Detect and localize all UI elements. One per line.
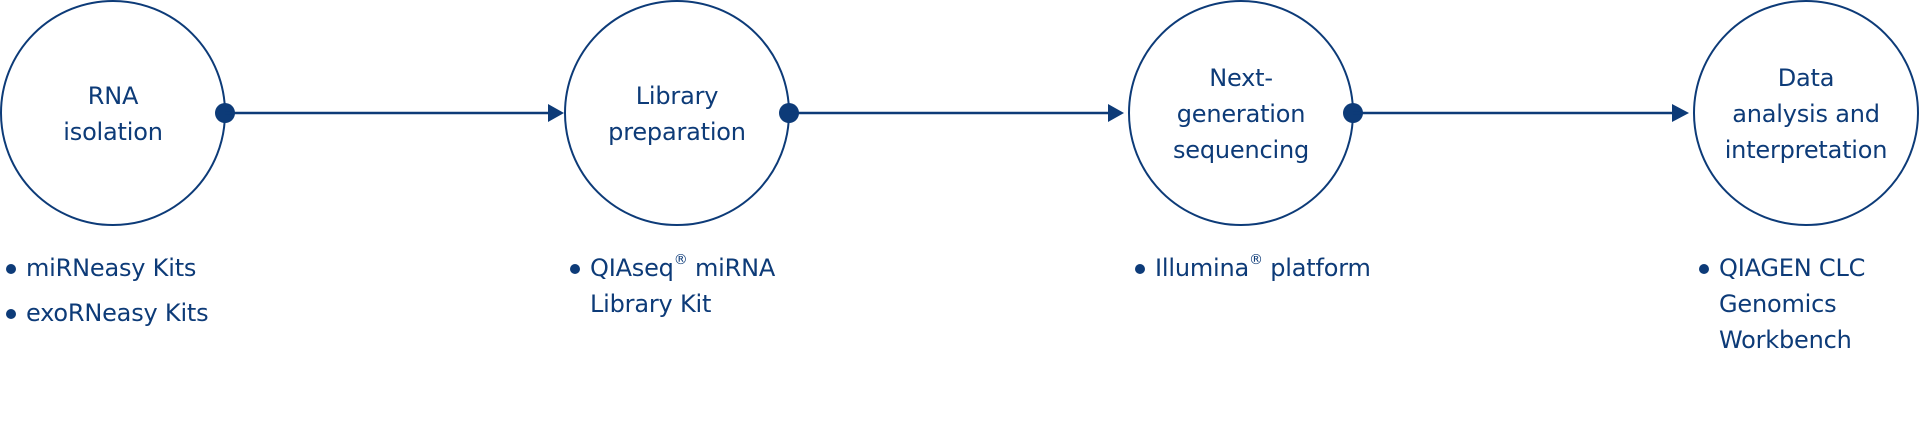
bullet-item: QIAseq® miRNA Library Kit — [566, 250, 775, 322]
connector-arrow-2 — [779, 103, 1124, 123]
bullet-icon — [1135, 264, 1145, 274]
step-label-line: preparation — [608, 118, 746, 146]
step-label-line: generation — [1176, 100, 1306, 128]
step-label-rna-isolation: RNA isolation — [13, 78, 213, 150]
bullet-icon — [6, 264, 16, 274]
step-label-line: Library — [635, 82, 719, 110]
step-label-line: isolation — [63, 118, 163, 146]
bullet-item: QIAGEN CLC Genomics Workbench — [1695, 250, 1865, 358]
bullet-list-library-preparation: QIAseq® miRNA Library Kit — [566, 250, 775, 331]
step-label-line: sequencing — [1172, 136, 1309, 164]
step-label-next-generation-sequencing: Next- generation sequencing — [1141, 60, 1341, 168]
bullet-item: exoRNeasy Kits — [2, 295, 209, 331]
bullet-icon — [570, 264, 580, 274]
bullet-item: Illumina® platform — [1131, 250, 1371, 286]
step-label-line: Next- — [1209, 64, 1273, 92]
step-label-data-analysis: Data analysis and interpretation — [1706, 60, 1906, 168]
arrow-right-icon — [1108, 104, 1124, 122]
step-label-line: interpretation — [1724, 136, 1888, 164]
step-circle-data-analysis — [1693, 0, 1919, 226]
bullet-list-next-generation-sequencing: Illumina® platform — [1131, 250, 1371, 295]
step-label-line: RNA — [87, 82, 139, 110]
step-label-library-preparation: Library preparation — [577, 78, 777, 150]
bullet-list-rna-isolation: miRNeasy Kits exoRNeasy Kits — [2, 250, 209, 340]
bullet-list-data-analysis: QIAGEN CLC Genomics Workbench — [1695, 250, 1865, 367]
step-label-line: Data — [1777, 64, 1835, 92]
connector-arrow-1 — [215, 103, 564, 123]
arrow-right-icon — [1672, 104, 1689, 122]
bullet-item: miRNeasy Kits — [2, 250, 208, 286]
registered-trademark: ® — [1249, 252, 1263, 268]
connector-arrow-3 — [1343, 103, 1689, 123]
bullet-icon — [6, 309, 16, 319]
bullet-icon — [1699, 264, 1709, 274]
step-label-line: analysis and — [1732, 100, 1880, 128]
registered-trademark: ® — [673, 252, 688, 268]
arrow-right-icon — [548, 104, 564, 122]
